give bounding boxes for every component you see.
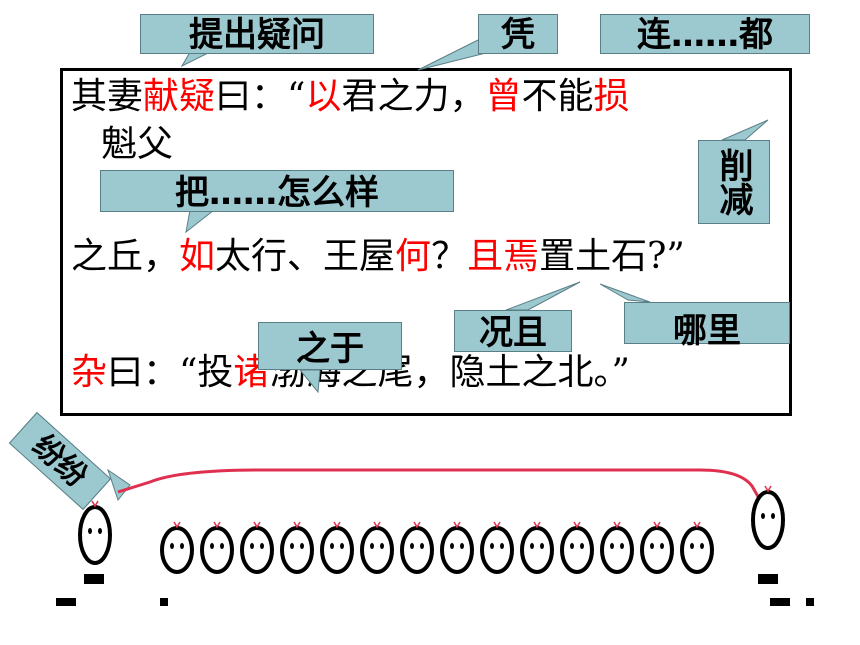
figure-right-carrier — [751, 485, 785, 550]
passage-line3-seg-4: ？ — [431, 236, 468, 277]
figure-10 — [520, 521, 554, 574]
passage-line4-seg-1: 曰：“投 — [107, 352, 234, 393]
passage-line1-seg-0: 其妻 — [71, 76, 144, 117]
figure-5 — [320, 521, 354, 574]
figure-left-carrier — [78, 500, 112, 565]
callout-zhi-yu: 之于 — [258, 322, 402, 370]
figure-3 — [240, 521, 274, 574]
passage-line1-seg-7: 损 — [593, 76, 630, 117]
figure-12 — [600, 521, 634, 574]
ground-mark-1 — [160, 598, 168, 606]
passage-line-1: 其妻献疑曰：“以君之力，曾不能损 — [71, 77, 630, 117]
passage-line3-seg-3: 何 — [395, 236, 432, 277]
figure-13 — [640, 521, 674, 574]
passage-line1-seg-4: 君之力， — [341, 76, 486, 117]
passage-line3-seg-0: 之丘， — [71, 236, 180, 277]
callout-kuang-qie: 况且 — [454, 310, 572, 353]
passage-box: 其妻献疑曰：“以君之力，曾不能损 魁父 之丘，如太行、王屋何？且焉置土石?” 杂… — [60, 68, 792, 416]
figure-1 — [160, 521, 194, 574]
passage-line1-seg-3: 以 — [305, 76, 342, 117]
callout-tichu-yiwen: 提出疑问 — [140, 14, 374, 55]
ground-mark-2 — [806, 598, 814, 606]
left-carrier-feet — [84, 574, 104, 584]
figure-4 — [280, 521, 314, 574]
figure-14 — [680, 521, 714, 574]
figure-8 — [440, 521, 474, 574]
figure-7 — [400, 521, 434, 574]
rope — [117, 468, 762, 501]
left-ground-mark — [56, 598, 76, 606]
passage-line4-seg-0: 杂 — [71, 352, 108, 393]
callout-lian-dou: 连……都 — [600, 14, 810, 55]
callout-xue-jian: 削减 — [698, 140, 770, 224]
passage-line3-seg-5: 且焉 — [467, 236, 540, 277]
passage-line1-seg-2: 曰：“ — [215, 76, 306, 117]
passage-line3-seg-2: 太行、王屋 — [215, 236, 396, 277]
callout-nali: 哪里 — [624, 302, 790, 351]
right-ground-mark — [770, 598, 790, 606]
passage-line3-seg-6: 置土石?” — [539, 236, 685, 277]
figure-6 — [360, 521, 394, 574]
callout-fen-fen: 纷纷 — [8, 411, 112, 511]
figure-9 — [480, 521, 514, 574]
callout-ba-zenmeyang: 把……怎么样 — [100, 170, 454, 213]
passage-line1-seg-6: 不能 — [521, 76, 594, 117]
passage-line-3: 之丘，如太行、王屋何？且焉置土石?” — [71, 237, 685, 277]
figure-11 — [560, 521, 594, 574]
passage-line-2: 魁父 — [101, 124, 174, 165]
passage-line1-seg-5: 曾 — [485, 76, 522, 117]
passage-line3-seg-1: 如 — [179, 236, 216, 277]
pointer-fenfen — [107, 468, 131, 502]
passage-line1-seg-1: 献疑 — [143, 76, 216, 117]
right-carrier-feet — [758, 574, 778, 584]
callout-ping: 凭 — [478, 14, 558, 55]
figure-2 — [200, 521, 234, 574]
